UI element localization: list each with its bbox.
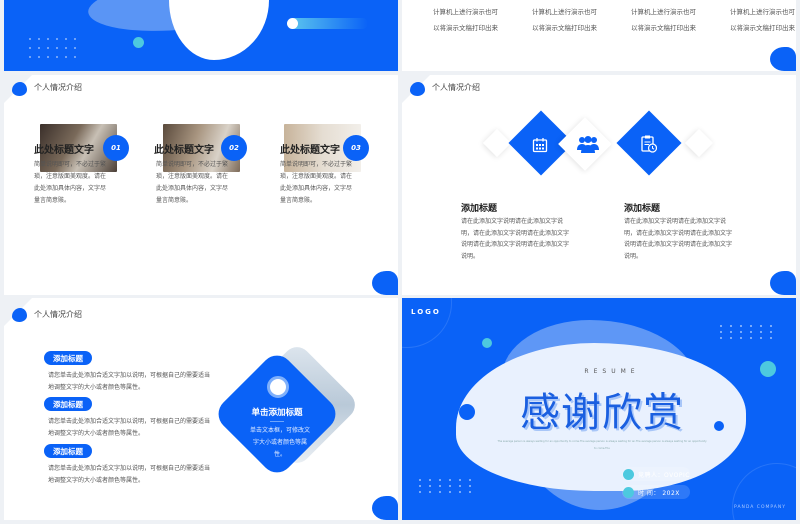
slide-intro-diamonds[interactable]: 个人情况介绍 添加标题 请在此添加文字说明请在此添加文字说明，请在此添加文字说明… — [402, 75, 796, 295]
calendar-icon — [530, 135, 550, 155]
white-dot — [287, 18, 298, 29]
card-title: 此处标题文字 — [34, 145, 94, 156]
subtitle: The average person is always waiting for… — [497, 440, 707, 450]
corner-blob — [372, 496, 398, 520]
column-line: 以将演示文稿打印出来 — [433, 24, 498, 32]
label-pill: 添加标题 — [44, 351, 92, 365]
logo: LOGO — [411, 308, 441, 316]
text-block: 添加标题 请在此添加文字说明请在此添加文字说明，请在此添加文字说明请在此添加文字… — [461, 201, 571, 262]
thanks-title: 感谢欣赏 — [520, 390, 684, 436]
teal-circle-icon — [623, 468, 634, 480]
slide-text-fragment[interactable]: 计算机上进行演示也可 以将演示文稿打印出来 计算机上进行演示也可 以将演示文稿打… — [402, 0, 796, 71]
item-description: 请您单击此处添加合适文字加以说明，可根据自己的需要适当地调整文字的大小或者颜色等… — [48, 465, 211, 484]
text-column: 计算机上进行演示也可 以将演示文稿打印出来 — [532, 4, 597, 36]
feature-description: 单击文本框，可修改文字大小或者颜色等属性。 — [249, 427, 310, 458]
column-line: 计算机上进行演示也可 — [631, 8, 696, 16]
block-title: 添加标题 — [624, 204, 661, 214]
slide-intro-cards[interactable]: 个人情况介绍 此处标题文字 01 简单说明即可，不必过于繁琐，注意版面美观度。请… — [4, 75, 398, 295]
slide-header: 个人情况介绍 — [432, 83, 480, 92]
header-blob-icon — [12, 82, 27, 96]
number-badge: 03 — [343, 135, 369, 161]
ring-icon — [267, 376, 289, 398]
slide-cover-fragment[interactable] — [4, 0, 398, 71]
divider — [270, 421, 284, 422]
teal-dot — [133, 37, 144, 48]
corner-blob — [770, 271, 796, 295]
column-line: 以将演示文稿打印出来 — [532, 24, 597, 32]
column-line: 以将演示文稿打印出来 — [631, 24, 696, 32]
label-pill: 添加标题 — [44, 444, 92, 458]
block-description: 请在此添加文字说明请在此添加文字说明，请在此添加文字说明请在此添加文字说明请在此… — [461, 218, 570, 260]
time-text: 时 间： 202X — [638, 489, 680, 497]
item-description: 请您单击此处添加合适文字加以说明，可根据自己的需要适当地调整文字的大小或者颜色等… — [48, 372, 211, 391]
card-description: 简单说明即可，不必过于繁琐，注意版面美观度。请在此处添加具体内容，文字尽量言简意… — [156, 161, 229, 204]
slide-thanks[interactable]: LOGO RESUME 感谢欣赏 The average person is a… — [402, 298, 796, 520]
dot-grid — [720, 325, 772, 339]
number-badge: 01 — [103, 135, 129, 161]
small-white-diamond — [684, 128, 714, 158]
front-blob-shape — [456, 343, 746, 491]
team-icon — [576, 133, 600, 155]
card-title: 此处标题文字 — [280, 145, 340, 156]
presenter-pill: 竞聘人：OVOPIC — [622, 467, 690, 481]
column-line: 以将演示文稿打印出来 — [730, 24, 795, 32]
column-line: 计算机上进行演示也可 — [433, 8, 498, 16]
blue-dot — [459, 404, 475, 420]
slide-header: 个人情况介绍 — [34, 310, 82, 319]
text-column: 计算机上进行演示也可 以将演示文稿打印出来 — [631, 4, 696, 36]
slide-intro-list[interactable]: 个人情况介绍 添加标题 请您单击此处添加合适文字加以说明，可根据自己的需要适当地… — [4, 298, 398, 520]
time-pill: 时 间： 202X — [622, 485, 690, 499]
dot-grid — [29, 38, 76, 58]
text-block: 添加标题 请在此添加文字说明请在此添加文字说明，请在此添加文字说明请在此添加文字… — [624, 201, 734, 262]
card-description: 简单说明即可，不必过于繁琐，注意版面美观度。请在此处添加具体内容，文字尽量言简意… — [34, 161, 107, 204]
decor-ring — [732, 463, 796, 520]
clipboard-clock-icon — [639, 133, 659, 155]
corner-blob — [372, 271, 398, 295]
gradient-bar — [288, 18, 368, 29]
header-blob-icon — [410, 82, 425, 96]
text-column: 计算机上进行演示也可 以将演示文稿打印出来 — [730, 4, 795, 36]
teal-dot — [760, 361, 776, 377]
corner-blob — [770, 47, 796, 71]
block-description: 请在此添加文字说明请在此添加文字说明，请在此添加文字说明请在此添加文字说明请在此… — [624, 218, 733, 260]
white-wave-shape — [169, 0, 269, 60]
decor-ring — [402, 298, 452, 348]
small-white-diamond — [482, 128, 512, 158]
slide-header: 个人情况介绍 — [34, 83, 82, 92]
card-title: 此处标题文字 — [154, 145, 214, 156]
column-line: 计算机上进行演示也可 — [532, 8, 597, 16]
blue-dot — [714, 421, 724, 431]
card-description: 简单说明即可，不必过于繁琐，注意版面美观度。请在此处添加具体内容，文字尽量言简意… — [280, 161, 353, 204]
dot-grid — [419, 479, 471, 493]
column-line: 计算机上进行演示也可 — [730, 8, 795, 16]
company-name: PANDA COMPANY — [734, 505, 786, 510]
presenter-text: 竞聘人：OVOPIC — [638, 471, 690, 479]
label-pill: 添加标题 — [44, 397, 92, 411]
block-title: 添加标题 — [461, 204, 498, 214]
header-blob-icon — [12, 308, 27, 322]
teal-circle-icon — [623, 486, 634, 498]
number-badge: 02 — [221, 135, 247, 161]
text-column: 计算机上进行演示也可 以将演示文稿打印出来 — [433, 4, 498, 36]
overline-text: RESUME — [584, 368, 640, 375]
item-description: 请您单击此处添加合适文字加以说明，可根据自己的需要适当地调整文字的大小或者颜色等… — [48, 418, 211, 437]
feature-title: 单击添加标题 — [251, 408, 303, 418]
teal-dot — [482, 338, 492, 348]
